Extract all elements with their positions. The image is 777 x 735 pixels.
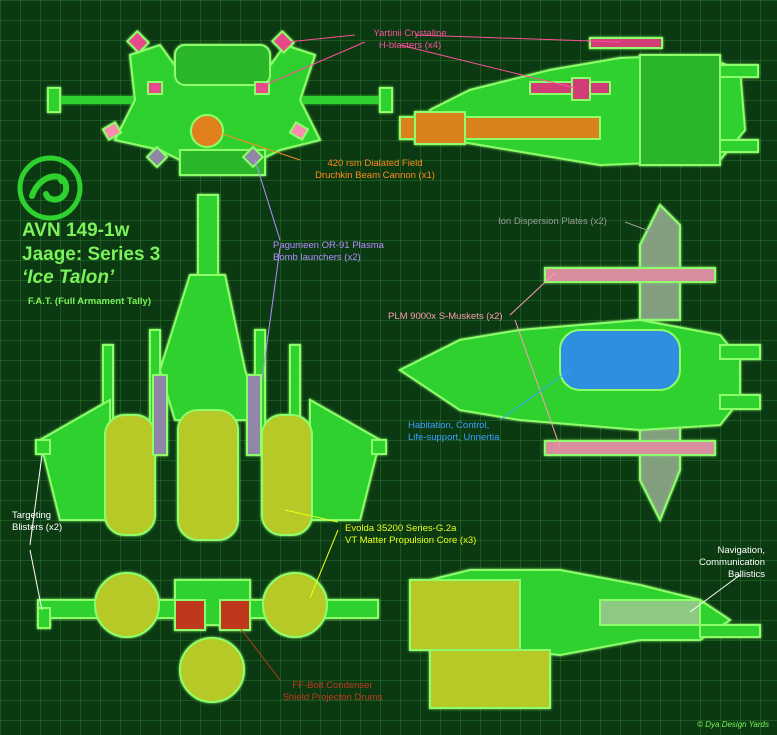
drums-label: FF-Bolt Condenser Shield Projecton Drums [270, 680, 395, 704]
drums-line-2: Shield Projecton Drums [282, 692, 383, 703]
bomb-launchers-line-2: Bomb launchers (x2) [273, 252, 361, 263]
propulsion-line-2: VT Matter Propulsion Core (x3) [345, 535, 477, 546]
beam-cannon-label: 420 rsm Dialated Field Druchkin Beam Can… [305, 158, 445, 182]
rear-view [37, 572, 379, 703]
plan-view-top [35, 194, 387, 541]
subtitle: F.A.T. (Full Armament Tally) [28, 296, 151, 307]
title-line-2: Jaage: Series 3 [22, 244, 161, 265]
copyright-notice: © Dya Design Yards [697, 720, 769, 729]
habitation-label: Habitation, Control, Life-support, Unner… [408, 420, 499, 444]
navigation-label: Navigation, Communication Ballistics [680, 545, 765, 581]
beam-cannon-line-1: 420 rsm Dialated Field [327, 158, 423, 169]
navigation-line-1: Navigation, [717, 545, 765, 556]
bomb-launchers-label: Pagumeen OR-91 Plasma Bomb launchers (x2… [273, 240, 384, 264]
title-line-1: AVN 149-1w [22, 220, 130, 241]
title-line-3: ‘Ice Talon’ [22, 267, 115, 288]
h-blasters-line-2: H-blasters (x4) [378, 40, 442, 51]
drums-line-1: FF-Bolt Condenser [292, 680, 373, 691]
plan-view-right [398, 203, 761, 523]
dya-swirl-logo-icon [17, 155, 83, 221]
beam-cannon-line-2: Druchkin Beam Cannon (x1) [315, 170, 435, 181]
targeting-label: Targeting Blisters (x2) [12, 510, 62, 534]
propulsion-label: Evolda 35200 Series-G.2a VT Matter Propu… [345, 523, 476, 547]
propulsion-line-1: Evolda 35200 Series-G.2a [345, 523, 457, 534]
habitation-line-1: Habitation, Control, [408, 420, 490, 431]
bomb-launchers-line-1: Pagumeen OR-91 Plasma [273, 240, 384, 251]
navigation-line-3: Ballistics [728, 569, 765, 580]
h-blasters-label: Yartinii Crystaline H-blasters (x4) [355, 28, 465, 52]
targeting-line-1: Targeting [12, 510, 52, 521]
front-view [47, 29, 393, 176]
habitation-line-2: Life-support, Unnertia [408, 432, 500, 443]
navigation-line-2: Communication [699, 557, 765, 568]
side-view-bottom [409, 569, 761, 709]
targeting-line-2: Blisters (x2) [12, 522, 63, 533]
ion-plates-label: Ion Dispersion Plates (x2) [498, 216, 607, 227]
h-blasters-line-1: Yartinii Crystaline [373, 28, 447, 39]
side-view-top [399, 37, 759, 167]
s-muskets-label: PLM 9000x S-Muskets (x2) [388, 311, 503, 322]
